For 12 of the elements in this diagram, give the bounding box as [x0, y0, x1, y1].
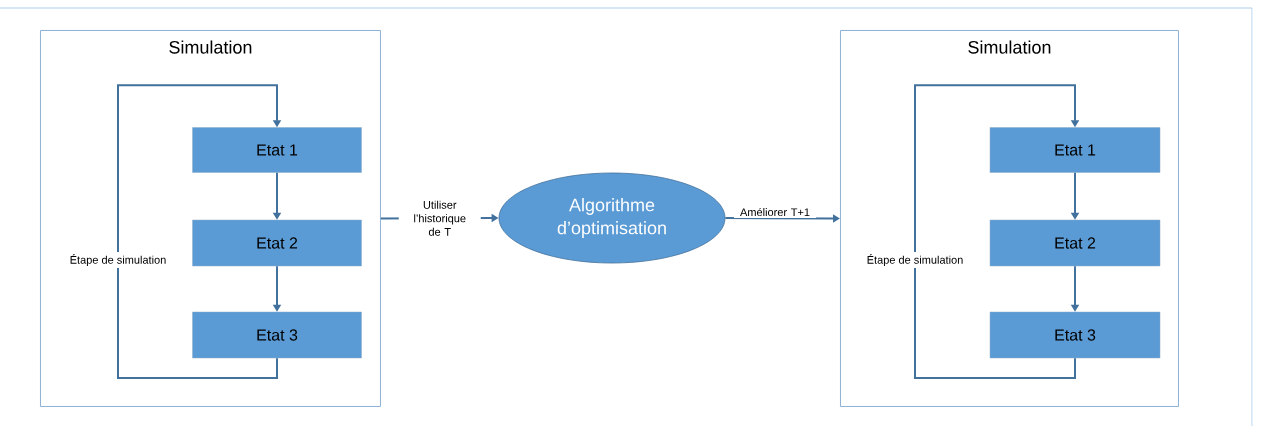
state-box: Etat 2: [989, 219, 1161, 267]
edge-label: Utiliser l’historique de T: [398, 198, 481, 238]
edge-label: Améliorer T+1: [734, 205, 816, 219]
state-box: Etat 1: [192, 127, 362, 173]
state-box: Etat 2: [192, 219, 362, 267]
state-box: Etat 3: [989, 311, 1161, 359]
state-box: Etat 1: [989, 127, 1161, 173]
loop-arrow: [117, 84, 282, 379]
loop-arrow: [914, 84, 1080, 379]
edge-label: Étape de simulation: [67, 252, 169, 268]
state-box: Etat 3: [192, 311, 362, 359]
edge-label: Étape de simulation: [864, 252, 966, 268]
